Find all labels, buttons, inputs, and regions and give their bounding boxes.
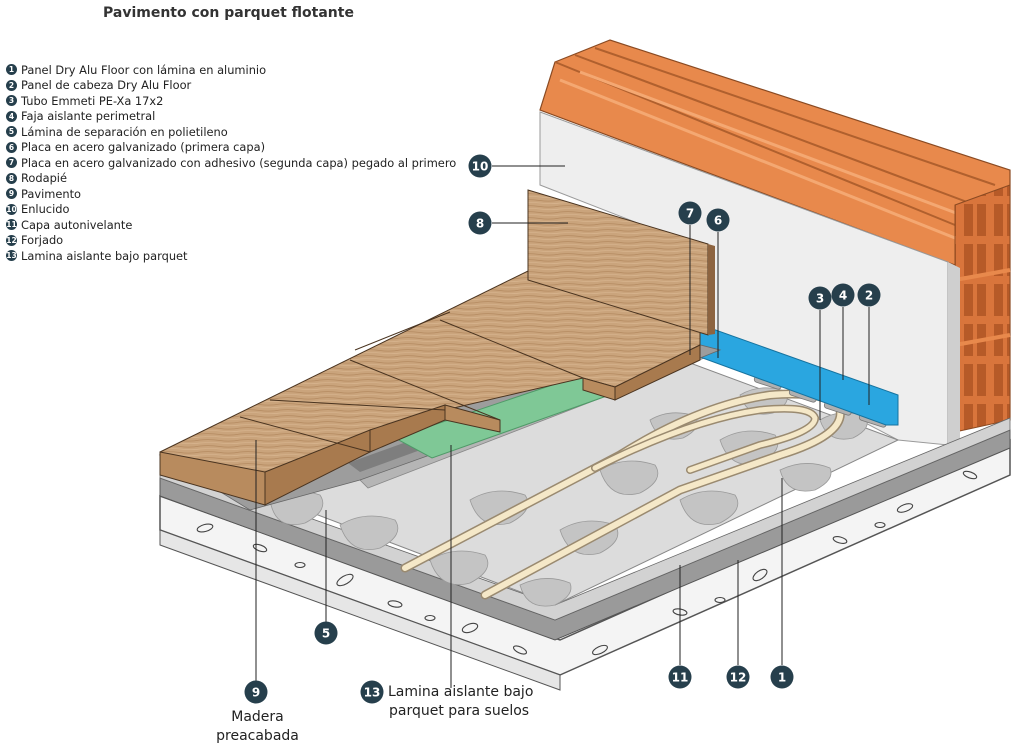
svg-text:8: 8 <box>476 217 484 231</box>
svg-text:5: 5 <box>322 627 330 641</box>
svg-text:11: 11 <box>672 671 689 685</box>
svg-text:2: 2 <box>865 289 873 303</box>
badge-11: 11 <box>668 665 692 689</box>
caption-madera: Madera preacabada <box>216 709 299 744</box>
svg-text:6: 6 <box>714 214 722 228</box>
legend-item: 4 Faja aislante perimetral <box>6 109 456 125</box>
caption-lamina-line1: Lamina aislante bajo <box>388 684 534 700</box>
legend-text: Capa autonivelante <box>21 217 133 232</box>
badge-1: 1 <box>770 665 794 689</box>
caption-lamina-line2: parquet para suelos <box>389 703 530 719</box>
legend-number: 9 <box>6 188 17 200</box>
legend-item: 1 Panel Dry Alu Floor con lámina en alumi… <box>6 62 456 78</box>
legend-text: Panel de cabeza Dry Alu Floor <box>21 78 192 93</box>
svg-text:7: 7 <box>686 207 694 221</box>
legend-text: Tubo Emmeti PE-Xa 17x2 <box>21 93 164 108</box>
svg-text:4: 4 <box>839 289 847 303</box>
legend-item: 12 Forjado <box>6 233 456 249</box>
legend-text: Placa en acero galvanizado (primera capa… <box>21 140 266 155</box>
legend-item: 5 Lámina de separación en polietileno <box>6 124 456 140</box>
caption-lamina: Lamina aislante bajo parquet para suelos <box>388 683 533 721</box>
legend-item: 8 Rodapié <box>6 171 456 187</box>
legend-number: 6 <box>6 141 17 153</box>
legend-text: Forjado <box>21 233 64 248</box>
brick-wall <box>539 39 1011 433</box>
legend-text: Placa en acero galvanizado con adhesivo … <box>21 155 457 170</box>
svg-text:9: 9 <box>252 686 260 700</box>
legend-item: 9 Pavimento <box>6 186 456 202</box>
legend-item: 7 Placa en acero galvanizado con adhesivo… <box>6 155 456 171</box>
svg-text:12: 12 <box>730 671 747 685</box>
floor-section-illustration: 10 8 7 6 3 4 2 5 9 13 11 12 1 <box>158 39 1011 704</box>
legend-number: 4 <box>6 110 17 122</box>
svg-text:10: 10 <box>472 160 489 174</box>
legend-number: 5 <box>6 126 17 138</box>
legend-number: 11 <box>6 219 17 231</box>
leader-lines <box>255 165 870 688</box>
svg-text:13: 13 <box>364 686 381 700</box>
badge-12: 12 <box>726 665 750 689</box>
svg-text:3: 3 <box>816 292 824 306</box>
legend-item: 11 Capa autonivelante <box>6 217 456 233</box>
badge-6: 6 <box>706 208 730 232</box>
legend-text: Pavimento <box>21 186 82 201</box>
badge-7: 7 <box>678 201 702 225</box>
skirting-board <box>527 189 715 336</box>
parquet-boards <box>159 269 701 506</box>
badge-3: 3 <box>808 286 832 310</box>
legend-item: 6 Placa en acero galvanizado (primera cap… <box>6 140 456 156</box>
legend-number: 10 <box>6 203 17 215</box>
svg-text:1: 1 <box>778 671 786 685</box>
legend-item: 2 Panel de cabeza Dry Alu Floor <box>6 78 456 94</box>
badge-5: 5 <box>314 621 338 645</box>
legend-text: Lamina aislante bajo parquet <box>21 248 188 263</box>
legend-number: 3 <box>6 95 17 107</box>
legend-text: Enlucido <box>21 202 70 217</box>
legend-item: 10 Enlucido <box>6 202 456 218</box>
legend-list: 1 Panel Dry Alu Floor con lámina en alumi… <box>6 62 456 264</box>
legend-number: 2 <box>6 79 17 91</box>
legend-number: 13 <box>6 250 17 262</box>
badge-8: 8 <box>468 211 492 235</box>
legend-number: 7 <box>6 157 17 169</box>
legend-number: 1 <box>6 64 17 76</box>
legend-number: 12 <box>6 234 17 246</box>
legend-text: Faja aislante perimetral <box>21 109 156 124</box>
legend-item: 3 Tubo Emmeti PE-Xa 17x2 <box>6 93 456 109</box>
badge-2: 2 <box>857 283 881 307</box>
legend-text: Panel Dry Alu Floor con lámina en alumin… <box>21 62 267 77</box>
badge-4: 4 <box>831 283 855 307</box>
legend-item: 13 Lamina aislante bajo parquet <box>6 248 456 264</box>
badge-9: 9 <box>244 680 268 704</box>
legend-text: Rodapié <box>21 171 67 186</box>
badge-13: 13 <box>360 680 384 704</box>
diagram-title: Pavimento con parquet flotante <box>103 5 354 21</box>
legend-number: 8 <box>6 172 17 184</box>
badge-10: 10 <box>468 154 492 178</box>
legend-text: Lámina de separación en polietileno <box>21 124 228 139</box>
